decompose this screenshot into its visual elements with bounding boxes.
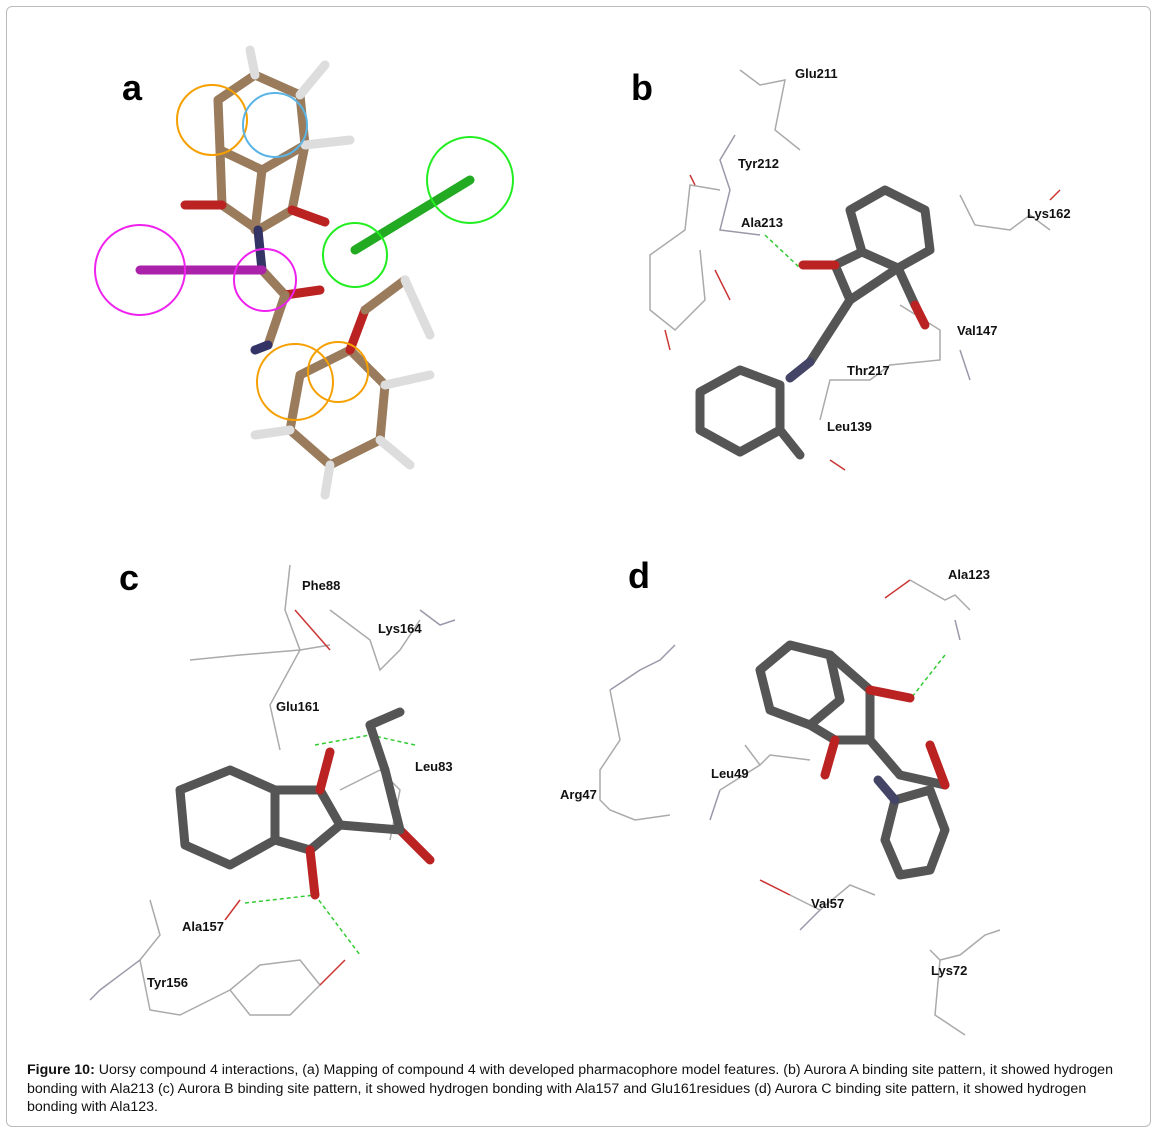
residue-label: Lys162 bbox=[1027, 206, 1071, 221]
protein-residues-b bbox=[649, 69, 1061, 471]
residue-label: Leu49 bbox=[711, 766, 749, 781]
hbond-acceptor-feature-sphere bbox=[322, 222, 388, 288]
residue-label: Ala123 bbox=[948, 567, 990, 582]
hydrogen-bond bbox=[764, 234, 801, 269]
panel-d: d Ala123 Leu4 bbox=[560, 555, 1001, 1036]
panel-c: c Phe88 Lys164 Glu bbox=[89, 557, 456, 1016]
residue-label: Leu83 bbox=[415, 759, 453, 774]
hydrogen-bond bbox=[911, 654, 946, 698]
hydrophobic-feature-sphere bbox=[307, 341, 369, 403]
residue-label: Ala213 bbox=[741, 215, 783, 230]
figure-frame bbox=[6, 6, 1151, 1127]
panel-a-label: a bbox=[122, 67, 143, 108]
figure-label: Figure 10: bbox=[27, 1062, 95, 1078]
panel-b-label: b bbox=[631, 67, 653, 108]
hbond-acceptor-feature-sphere bbox=[426, 136, 514, 224]
panel-b: b Glu211 Tyr212 Ala213 bbox=[631, 66, 1071, 471]
residue-label: Arg47 bbox=[560, 787, 597, 802]
residue-label: Leu139 bbox=[827, 419, 872, 434]
residue-label: Glu161 bbox=[276, 699, 319, 714]
panel-c-label: c bbox=[119, 557, 139, 598]
caption-text: Uorsy compound 4 interactions, (a) Mappi… bbox=[27, 1062, 1113, 1115]
hbond-donor-feature-sphere bbox=[233, 248, 297, 312]
residue-label: Val57 bbox=[811, 896, 844, 911]
protein-residues-d bbox=[599, 579, 1001, 1036]
residue-label: Thr217 bbox=[847, 363, 890, 378]
hydrogen-bond bbox=[244, 894, 361, 956]
figure-caption: Figure 10: Uorsy compound 4 interactions… bbox=[27, 1061, 1137, 1117]
residue-label: Lys164 bbox=[378, 621, 422, 636]
hydrogen-bond bbox=[314, 734, 416, 746]
residue-label: Val147 bbox=[957, 323, 998, 338]
panel-d-label: d bbox=[628, 555, 650, 596]
compound-4-structure-c bbox=[175, 707, 435, 900]
hydrophobic-feature-sphere bbox=[256, 343, 334, 421]
residue-label: Tyr156 bbox=[147, 975, 188, 990]
residue-label: Glu211 bbox=[795, 66, 838, 81]
hbond-donor-feature-sphere bbox=[94, 224, 186, 316]
residue-label: Tyr212 bbox=[738, 156, 779, 171]
compound-4-structure-a bbox=[135, 45, 475, 500]
compound-4-structure-b bbox=[695, 185, 935, 460]
compound-4-structure-d bbox=[755, 640, 950, 880]
residue-label: Phe88 bbox=[302, 578, 340, 593]
hydrophobic-feature-sphere bbox=[176, 84, 248, 156]
aromatic-ring-feature-sphere bbox=[242, 92, 308, 158]
residue-label: Ala157 bbox=[182, 919, 224, 934]
residue-label: Lys72 bbox=[931, 963, 967, 978]
panel-a: a bbox=[94, 45, 514, 500]
